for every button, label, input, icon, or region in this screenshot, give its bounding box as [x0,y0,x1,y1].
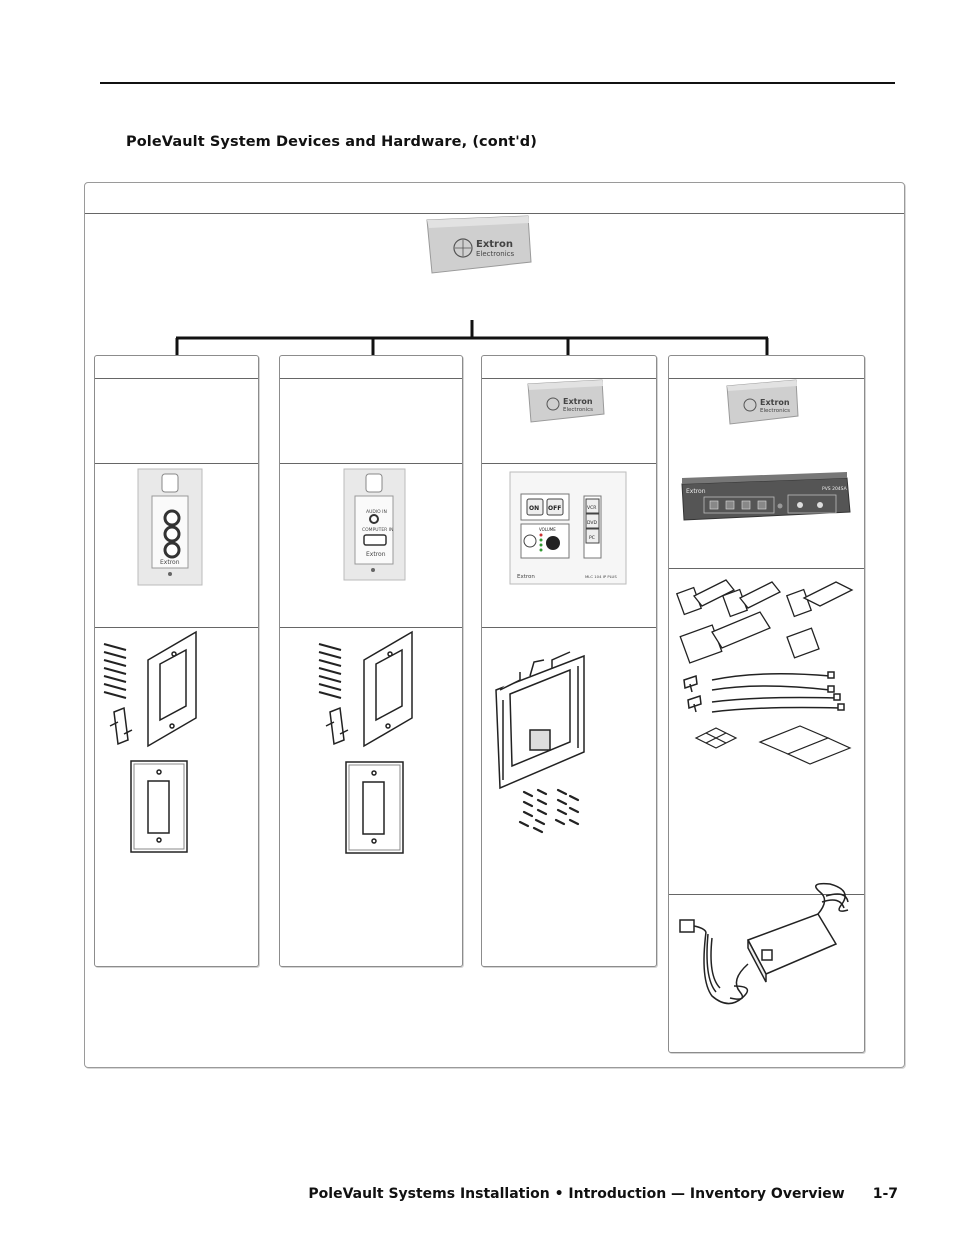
column-divider [95,627,258,628]
column-audio-plate [94,355,259,967]
column-divider [482,463,656,464]
column-header-rule [669,378,864,379]
header-rule [100,82,895,84]
page-footer: PoleVault Systems Installation • Introdu… [308,1186,898,1202]
column-divider [482,627,656,628]
column-divider [280,463,462,464]
section-title: PoleVault System Devices and Hardware, (… [126,134,538,150]
column-header-rule [280,378,462,379]
column-header-rule [482,378,656,379]
column-header-rule [95,378,258,379]
footer-text: PoleVault Systems Installation • Introdu… [308,1186,845,1202]
inventory-frame [84,182,905,1068]
column-av-plate [279,355,463,967]
column-divider [669,894,864,895]
column-divider [95,463,258,464]
frame-header-rule [85,213,904,214]
column-mlc-controller [481,355,657,967]
column-pvs-switcher [668,355,865,1053]
column-divider [280,627,462,628]
column-divider [669,568,864,569]
page-number: 1-7 [872,1186,898,1202]
